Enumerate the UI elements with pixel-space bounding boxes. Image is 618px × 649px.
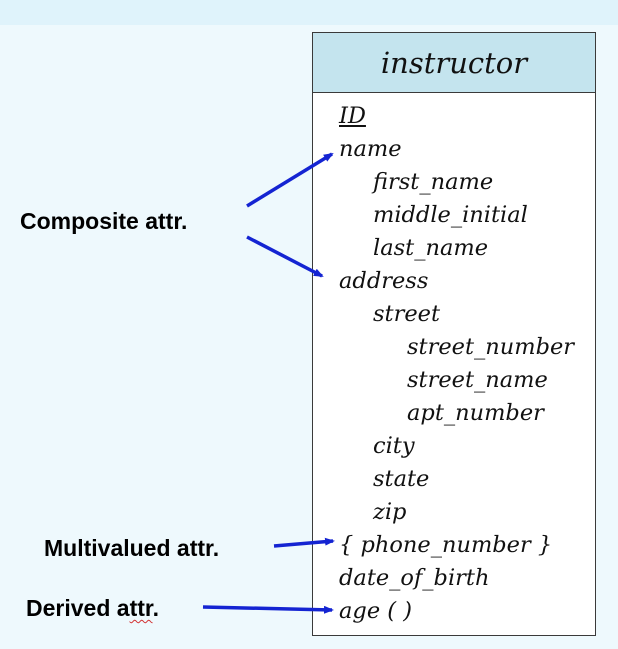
attribute-first-name: first_name <box>373 169 494 195</box>
label-derived-suffix: . <box>152 595 159 621</box>
attribute-age: age ( ) <box>339 598 412 624</box>
arrow-composite-to-name <box>246 152 334 208</box>
entity-name: instructor <box>313 33 595 93</box>
arrow-composite-to-address <box>246 235 324 278</box>
label-composite: Composite attr. <box>20 208 188 234</box>
attribute-street-name: street_name <box>407 367 548 393</box>
attribute-state: state <box>373 466 430 492</box>
attribute-date-of-birth: date_of_birth <box>339 565 490 591</box>
label-derived-prefix: Derived a <box>26 595 130 621</box>
arrow-multivalued-to-phone <box>273 537 335 548</box>
entity-instructor: instructor <box>312 32 596 636</box>
label-multivalued: Multivalued attr. <box>44 535 220 561</box>
label-derived: Derived attr. <box>26 597 159 620</box>
attribute-name: name <box>339 136 402 162</box>
attribute-address: address <box>339 268 429 294</box>
attribute-last-name: last_name <box>373 235 489 261</box>
attribute-id: ID <box>339 103 366 129</box>
top-band <box>0 0 618 25</box>
attribute-zip: zip <box>373 499 407 525</box>
attribute-phone-number: { phone_number } <box>339 532 553 558</box>
label-derived-marked: ttr <box>129 595 153 621</box>
attribute-city: city <box>373 433 415 459</box>
attribute-middle-initial: middle_initial <box>373 202 528 228</box>
arrow-derived-to-age <box>202 605 334 614</box>
attribute-apt-number: apt_number <box>407 400 544 426</box>
attribute-street: street <box>373 301 441 327</box>
attribute-street-number: street_number <box>407 334 575 360</box>
